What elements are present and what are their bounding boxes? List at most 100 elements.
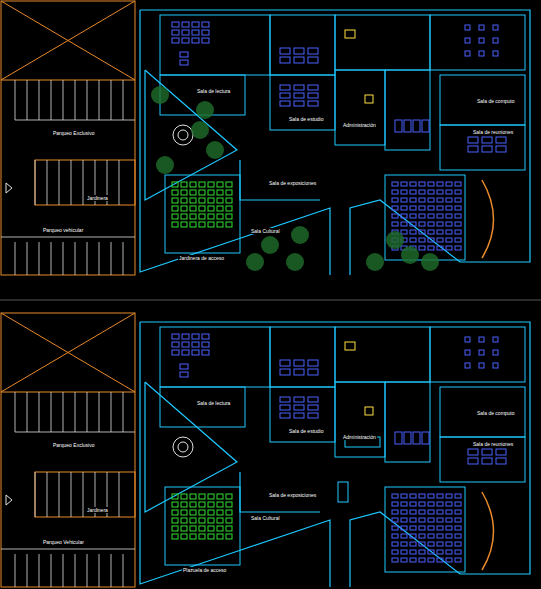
wall-line — [140, 322, 330, 587]
sanitary-fixture — [365, 407, 373, 415]
parking-stall — [15, 120, 135, 121]
chair-symbol — [181, 182, 187, 187]
chair-symbol — [208, 518, 214, 523]
chair-symbol — [181, 526, 187, 531]
room-outline — [270, 387, 335, 442]
desk-symbol — [172, 350, 179, 355]
desk-symbol — [172, 38, 179, 43]
desk-symbol — [280, 85, 290, 90]
chair-symbol — [199, 510, 205, 515]
chair-symbol — [199, 214, 205, 219]
computer-desk — [479, 25, 484, 30]
parking-stall — [15, 432, 135, 433]
desk-symbol — [280, 48, 290, 54]
chair-symbol — [226, 534, 232, 539]
desk-symbol — [496, 146, 506, 152]
computer-desk — [465, 51, 470, 56]
auditorium-seat — [455, 182, 461, 186]
room-label: Sala Cultural — [250, 228, 281, 234]
parking-stall — [39, 80, 40, 120]
parking-stall — [99, 242, 100, 275]
parking-stall — [71, 160, 72, 205]
auditorium-seat — [392, 534, 398, 538]
room-outline — [440, 125, 525, 170]
parking-stall — [27, 554, 28, 587]
auditorium-seat — [401, 494, 407, 498]
chair-symbol — [181, 534, 187, 539]
auditorium-seat — [446, 222, 452, 226]
parking-stall — [35, 160, 36, 205]
room-outline — [165, 175, 240, 253]
desk-symbol — [468, 458, 478, 464]
desk-symbol — [280, 413, 290, 418]
chair-symbol — [199, 206, 205, 211]
wall-line — [140, 10, 330, 275]
chair-symbol — [172, 222, 178, 227]
room-outline — [385, 70, 430, 150]
desk-symbol — [294, 405, 304, 410]
chair-symbol — [199, 190, 205, 195]
desk-symbol — [404, 432, 411, 444]
desk-symbol — [413, 120, 420, 132]
chair-symbol — [181, 518, 187, 523]
room-outline — [385, 175, 465, 260]
auditorium-seat — [446, 542, 452, 546]
desk-symbol — [202, 22, 209, 27]
auditorium-seat — [401, 534, 407, 538]
parking-stall — [39, 392, 40, 432]
chair-symbol — [190, 510, 196, 515]
chair-symbol — [190, 526, 196, 531]
room-label: Sala de estudio — [288, 116, 324, 122]
chair-symbol — [217, 510, 223, 515]
desk-symbol — [182, 334, 189, 339]
auditorium-seat — [428, 502, 434, 506]
room-outline — [335, 327, 430, 382]
auditorium-seat — [437, 206, 443, 210]
chair-symbol — [172, 190, 178, 195]
chair-symbol — [190, 502, 196, 507]
parking-stall — [83, 472, 84, 517]
auditorium-seat — [419, 494, 425, 498]
desk-symbol — [308, 413, 318, 418]
room-label: Plazuela de acceso — [182, 567, 227, 573]
auditorium-seat — [410, 526, 416, 530]
auditorium-seat — [437, 190, 443, 194]
void-cross — [1, 313, 135, 392]
parking-stall — [63, 554, 64, 587]
room-outline — [440, 75, 525, 125]
garden-outline — [145, 70, 237, 200]
auditorium-seat — [437, 494, 443, 498]
auditorium-seat — [437, 550, 443, 554]
chair-symbol — [217, 190, 223, 195]
auditorium-seat — [392, 526, 398, 530]
parking-stall — [123, 554, 124, 587]
auditorium-seat — [455, 246, 461, 250]
auditorium-seat — [437, 558, 443, 562]
chair-symbol — [226, 198, 232, 203]
desk-symbol — [202, 30, 209, 35]
auditorium-seat — [446, 558, 452, 562]
computer-desk — [465, 25, 470, 30]
auditorium-seat — [437, 526, 443, 530]
chair-symbol — [208, 534, 214, 539]
auditorium-seat — [428, 550, 434, 554]
auditorium-seat — [428, 558, 434, 562]
auditorium-seat — [455, 502, 461, 506]
room-label: Administración — [342, 122, 377, 128]
chair-symbol — [190, 222, 196, 227]
auditorium-seat — [410, 534, 416, 538]
auditorium-seat — [428, 206, 434, 210]
desk-symbol — [192, 342, 199, 347]
desk-symbol — [180, 60, 188, 65]
computer-desk — [479, 363, 484, 368]
computer-desk — [493, 25, 498, 30]
auditorium-seat — [419, 526, 425, 530]
auditorium-seat — [428, 518, 434, 522]
auditorium-seat — [428, 534, 434, 538]
chair-symbol — [208, 502, 214, 507]
desk-symbol — [308, 369, 318, 375]
parking-stall — [119, 472, 120, 517]
room-outline — [335, 382, 385, 457]
auditorium-seat — [392, 550, 398, 554]
chair-symbol — [199, 518, 205, 523]
